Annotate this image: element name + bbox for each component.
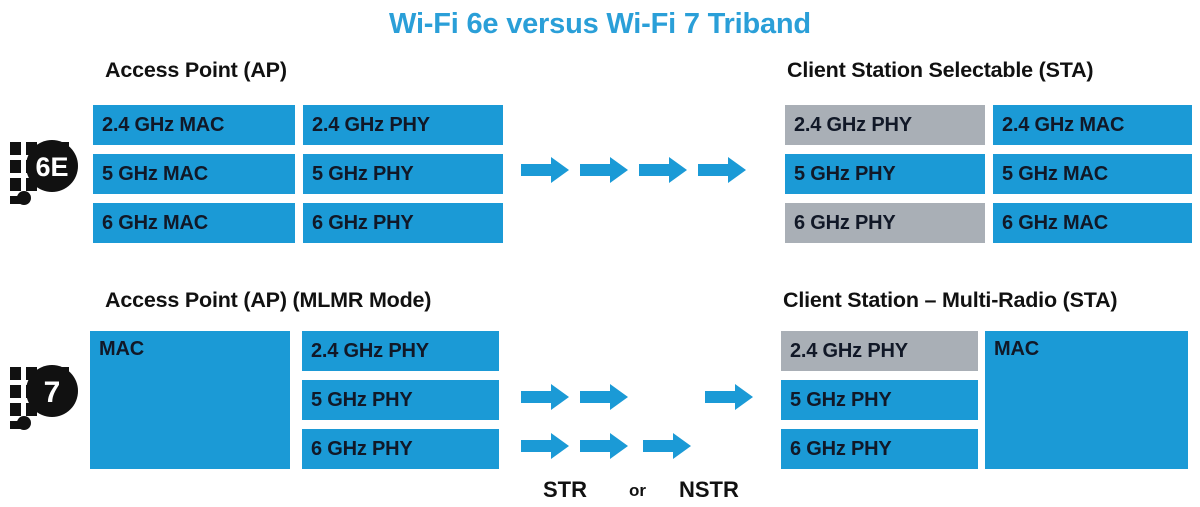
sta-7-phy-5: 5 GHz PHY (781, 380, 978, 420)
arrow-right-icon (639, 157, 687, 183)
ap-6e-mac-6: 6 GHz MAC (93, 203, 295, 243)
arrow-right-icon (698, 157, 746, 183)
arrow-right-icon (580, 433, 628, 459)
sta-7-phy-6: 6 GHz PHY (781, 429, 978, 469)
sta-6e-mac-6: 6 GHz MAC (993, 203, 1192, 243)
ap-6e-header: Access Point (AP) (105, 58, 287, 82)
ap-7-phy-6: 6 GHz PHY (302, 429, 499, 469)
ap-6e-phy-5: 5 GHz PHY (303, 154, 503, 194)
arrow-right-icon (521, 157, 569, 183)
sta-6e-phy-6: 6 GHz PHY (785, 203, 985, 243)
ap-6e-mac-5: 5 GHz MAC (93, 154, 295, 194)
or-label: or (629, 481, 646, 500)
sta-7-mac: MAC (985, 331, 1188, 469)
sta-6e-mac-5: 5 GHz MAC (993, 154, 1192, 194)
arrow-right-icon (643, 433, 691, 459)
ap-7-phy-5: 5 GHz PHY (302, 380, 499, 420)
arrow-right-icon (705, 384, 753, 410)
arrow-right-icon (580, 384, 628, 410)
arrow-right-icon (521, 384, 569, 410)
ap-6e-phy-24: 2.4 GHz PHY (303, 105, 503, 145)
ap-7-header: Access Point (AP) (MLMR Mode) (105, 288, 432, 312)
sta-6e-phy-5: 5 GHz PHY (785, 154, 985, 194)
arrow-right-icon (580, 157, 628, 183)
nstr-label: NSTR (679, 477, 739, 502)
ap-6e-mac-24: 2.4 GHz MAC (93, 105, 295, 145)
wifi-7-badge-text: 7 (44, 376, 61, 409)
sta-6e-header: Client Station Selectable (STA) (787, 58, 1094, 82)
wifi-6e-badge-text: 6E (35, 152, 68, 182)
arrow-right-icon (521, 433, 569, 459)
ap-6e-phy-6: 6 GHz PHY (303, 203, 503, 243)
str-label: STR (543, 477, 587, 502)
sta-7-header: Client Station – Multi-Radio (STA) (783, 288, 1118, 312)
ap-7-phy-24: 2.4 GHz PHY (302, 331, 499, 371)
wifi-6e-logo: 6E (8, 138, 80, 206)
sta-6e-phy-24: 2.4 GHz PHY (785, 105, 985, 145)
sta-7-phy-24: 2.4 GHz PHY (781, 331, 978, 371)
wifi-7-logo: 7 (8, 363, 80, 431)
page-title: Wi-Fi 6e versus Wi-Fi 7 Triband (389, 8, 811, 40)
ap-7-mac: MAC (90, 331, 290, 469)
sta-6e-mac-24: 2.4 GHz MAC (993, 105, 1192, 145)
